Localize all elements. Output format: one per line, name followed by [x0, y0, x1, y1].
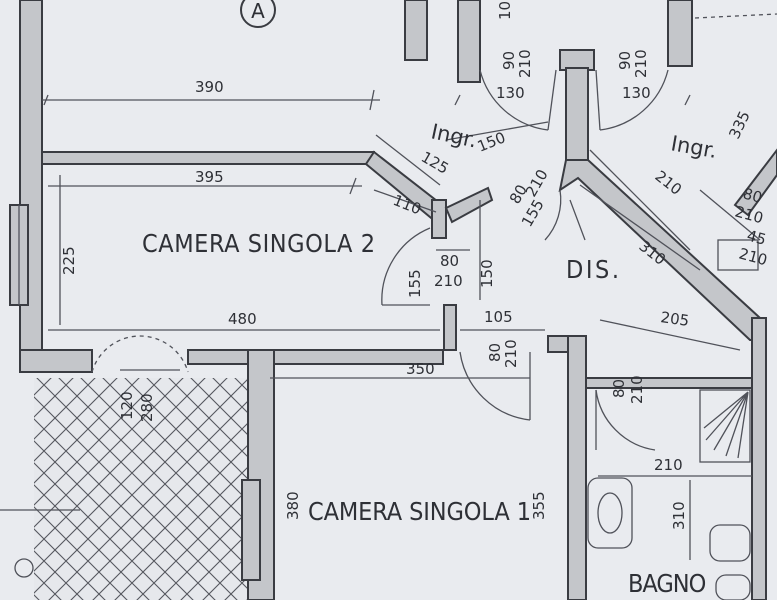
wall-door-jamb	[547, 335, 569, 353]
dim-380: 380	[284, 491, 302, 520]
door-arc-ingr-left	[479, 69, 549, 131]
room-label-camera-singola-1: CAMERA SINGOLA 1	[308, 497, 530, 526]
room-label-bagno: BAGNO	[628, 569, 706, 598]
window-camera1	[241, 479, 261, 581]
section-marker-circle	[240, 0, 276, 28]
dim-90a: 90	[500, 51, 518, 70]
dim-130a: 130	[496, 84, 525, 102]
dim-150b: 150	[478, 259, 496, 288]
dim-150a: 150	[475, 128, 508, 155]
dim-210d: 210	[652, 167, 686, 199]
dim-80a: 80	[440, 252, 459, 270]
door-arc-camera1	[459, 351, 531, 421]
dim-210g: 210	[733, 202, 765, 227]
bidet	[709, 524, 751, 562]
dim-395: 395	[195, 168, 224, 186]
dim-120: 120	[118, 391, 136, 420]
dim-210h: 210	[737, 244, 769, 269]
toilet	[715, 574, 751, 600]
dim-335: 335	[725, 108, 753, 142]
balcony-door-arc	[91, 335, 189, 373]
dim-80d: 80	[741, 184, 764, 206]
wall-bottom-left	[19, 349, 93, 373]
wall-right-vertical	[751, 317, 767, 600]
door-swings	[91, 69, 669, 451]
room-label-ingr-left: Ingr.	[429, 119, 479, 152]
dim-205: 205	[659, 308, 690, 330]
dim-390: 390	[195, 78, 224, 96]
dim-80e: 80	[610, 379, 628, 398]
dim-210a: 210	[434, 272, 463, 290]
sink-basin	[597, 492, 623, 534]
wall-diagonal-center	[444, 186, 494, 224]
dim-280: 280	[138, 393, 156, 422]
dimension-lines	[42, 89, 761, 560]
dim-355: 355	[530, 491, 548, 520]
dim-105: 105	[484, 308, 513, 326]
dim-100: 100	[496, 0, 514, 20]
door-arc-dis	[544, 189, 562, 241]
wall-stub-center	[431, 199, 447, 239]
wall-camera2-top	[41, 151, 375, 165]
wall-upper-left-column	[457, 0, 481, 83]
dim-210b: 210	[502, 339, 520, 368]
room-label-camera-singola-2: CAMERA SINGOLA 2	[142, 229, 374, 258]
section-marker-label: A	[251, 0, 265, 23]
dim-210i: 210	[628, 375, 646, 404]
wall-left-outer	[19, 0, 43, 371]
dim-350: 350	[406, 360, 435, 378]
bathroom-fixtures	[587, 239, 759, 600]
wall-central-shaft-vertical	[565, 67, 589, 161]
door-arc-camera2	[381, 227, 431, 306]
room-label-dis: DIS.	[566, 255, 618, 284]
shower-fan	[703, 391, 749, 459]
dim-45: 45	[745, 226, 768, 248]
dim-80b: 80	[486, 343, 504, 362]
dim-210j: 210	[654, 456, 683, 474]
balcony-drain	[14, 558, 34, 578]
dim-155: 155	[406, 269, 424, 298]
dim-310b: 310	[670, 501, 688, 530]
dim-210f: 210	[632, 49, 650, 78]
dim-125: 125	[418, 148, 452, 178]
dim-210e: 210	[516, 49, 534, 78]
dim-225: 225	[60, 246, 78, 275]
wall-right-diagonal	[733, 148, 777, 217]
wall-upper-left-stub	[404, 0, 428, 61]
wall-bathroom-top	[585, 377, 753, 389]
wall-bottom-mid	[187, 349, 444, 365]
wall-bathroom-left	[567, 335, 587, 600]
door-arc-bathroom	[595, 389, 656, 451]
walls	[9, 0, 777, 600]
dim-480: 480	[228, 310, 257, 328]
wall-small-column	[443, 304, 457, 351]
balcony-tiled-area	[34, 378, 248, 600]
room-label-ingr-right: Ingr.	[669, 131, 719, 163]
wall-upper-right-column	[667, 0, 693, 67]
shower-tray	[699, 389, 751, 463]
dim-130b: 130	[622, 84, 651, 102]
radiator-right	[717, 239, 759, 271]
sink	[587, 477, 633, 549]
door-arc-ingr-right	[599, 69, 669, 131]
dashed-line-top-right	[694, 13, 777, 19]
dim-90b: 90	[616, 51, 634, 70]
